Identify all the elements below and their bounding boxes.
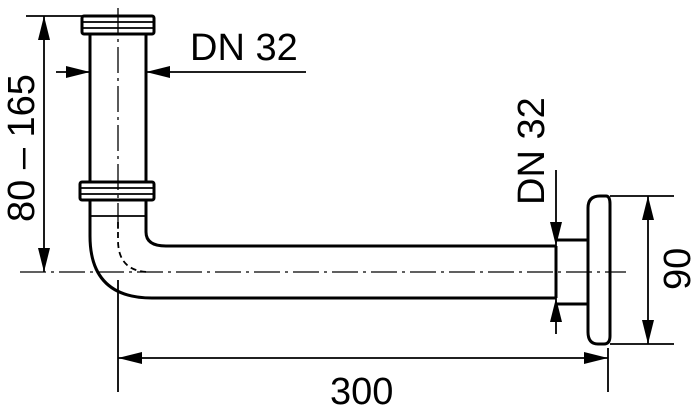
length-label: 300 xyxy=(330,371,393,413)
wall-flange xyxy=(586,194,612,346)
flange-height-dimension xyxy=(642,196,654,344)
height-range-label: 80 – 165 xyxy=(1,74,43,222)
right-diameter-label: DN 32 xyxy=(511,97,553,205)
height-dimension xyxy=(38,16,50,272)
right-diameter-dimension xyxy=(550,222,562,322)
flange-height-label: 90 xyxy=(657,248,699,290)
extension-lines xyxy=(26,15,674,392)
length-dimension xyxy=(118,352,608,364)
top-diameter-dimension xyxy=(56,66,306,78)
middle-nut xyxy=(78,180,156,202)
top-diameter-label: DN 32 xyxy=(190,27,298,69)
center-lines xyxy=(20,8,626,273)
